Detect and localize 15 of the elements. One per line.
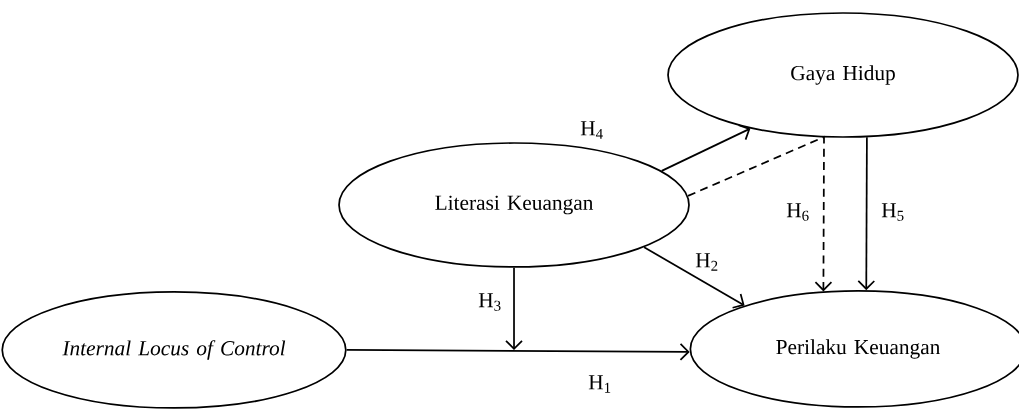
ellipse-node: Gaya Hidup [667,12,1019,138]
arrow [857,136,876,291]
arrow [643,246,745,309]
edge-label: H$_{6}$ [786,203,809,221]
edge-label: H$_{4}$ [580,121,603,139]
arrow [660,124,751,172]
arrow [687,135,833,292]
arrow [345,343,690,361]
edge-label: H$_{2}$ [695,253,718,271]
edge-label: H$_{5}$ [881,203,904,221]
ellipse-node: Internal Locus of Control [1,291,347,409]
edge-label: H$_{1}$ [588,375,611,393]
ellipse-node: Literasi Keuangan [338,142,690,268]
arrow [505,267,523,350]
edge-label: H$_{3}$ [478,293,501,311]
